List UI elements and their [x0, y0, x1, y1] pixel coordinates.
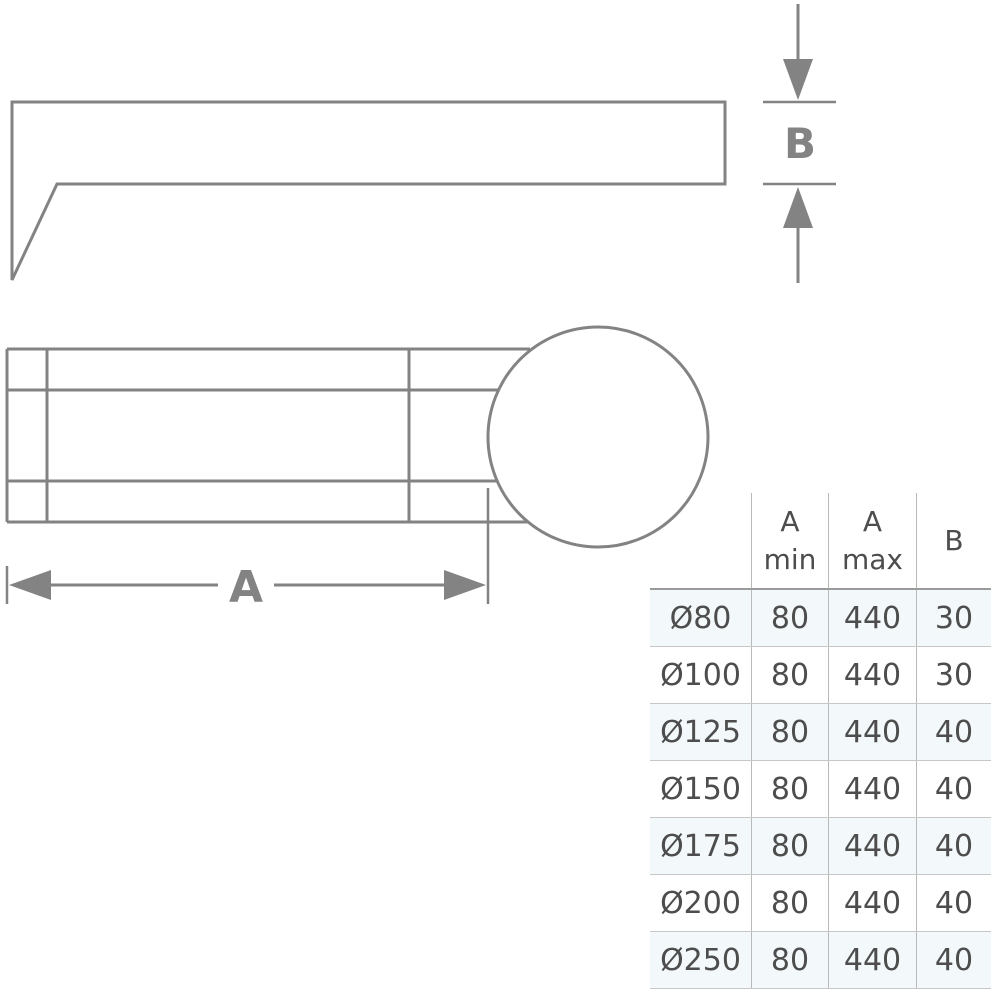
header-a-min-line1: A	[780, 504, 800, 538]
cell-a-max: 440	[828, 760, 917, 818]
cell-b: 40	[916, 874, 991, 932]
b-arrow-bottom-head	[783, 187, 813, 228]
a-arrow-left-head	[9, 570, 51, 600]
dimension-a: A	[5, 488, 490, 613]
header-a-max-line1: A	[862, 504, 883, 538]
pipe-circle	[486, 325, 710, 549]
header-a-min: A min	[751, 493, 829, 589]
header-diameter	[650, 493, 752, 589]
cell-b: 40	[916, 817, 991, 875]
cell-b: 30	[916, 589, 991, 647]
b-arrow-top-head	[783, 59, 813, 100]
header-a-max-line2: max	[841, 542, 903, 576]
cell-diameter: Ø200	[650, 874, 752, 932]
table-header-row: A min A max B	[650, 493, 991, 589]
header-a-max: A max	[828, 493, 917, 589]
a-dimension-label: A	[229, 562, 263, 613]
bracket-side-view	[10, 100, 727, 281]
cell-a-min: 80	[751, 703, 829, 761]
bracket-top-view	[5, 347, 530, 524]
cell-a-max: 440	[828, 703, 917, 761]
cell-diameter: Ø150	[650, 760, 752, 818]
b-dimension-label: B	[784, 119, 816, 168]
cell-diameter: Ø100	[650, 646, 752, 704]
cell-b: 30	[916, 646, 991, 704]
cell-a-min: 80	[751, 874, 829, 932]
cell-a-max: 440	[828, 589, 917, 647]
dimensions-table: A min A max B Ø80 80 440 30 Ø100 80 440 …	[650, 493, 991, 989]
cell-b: 40	[916, 760, 991, 818]
table-row: Ø150 80 440 40	[650, 760, 991, 818]
dimension-b: B	[763, 4, 836, 283]
table-row: Ø80 80 440 30	[650, 589, 991, 647]
cell-a-max: 440	[828, 646, 917, 704]
header-b: B	[916, 493, 991, 589]
cell-a-max: 440	[828, 817, 917, 875]
cell-b: 40	[916, 931, 991, 989]
header-a-min-line2: min	[763, 542, 817, 576]
cell-diameter: Ø125	[650, 703, 752, 761]
cell-a-min: 80	[751, 931, 829, 989]
table-row: Ø200 80 440 40	[650, 874, 991, 932]
cell-b: 40	[916, 703, 991, 761]
cell-diameter: Ø175	[650, 817, 752, 875]
table-row: Ø125 80 440 40	[650, 703, 991, 761]
cell-a-min: 80	[751, 646, 829, 704]
cell-a-min: 80	[751, 817, 829, 875]
a-arrow-right-head	[444, 570, 486, 600]
table-row: Ø250 80 440 40	[650, 931, 991, 989]
cell-a-max: 440	[828, 874, 917, 932]
cell-a-min: 80	[751, 589, 829, 647]
cell-a-min: 80	[751, 760, 829, 818]
table-row: Ø175 80 440 40	[650, 817, 991, 875]
table-row: Ø100 80 440 30	[650, 646, 991, 704]
cell-diameter: Ø80	[650, 589, 752, 647]
cell-a-max: 440	[828, 931, 917, 989]
header-b-line1: B	[944, 523, 964, 557]
cell-diameter: Ø250	[650, 931, 752, 989]
